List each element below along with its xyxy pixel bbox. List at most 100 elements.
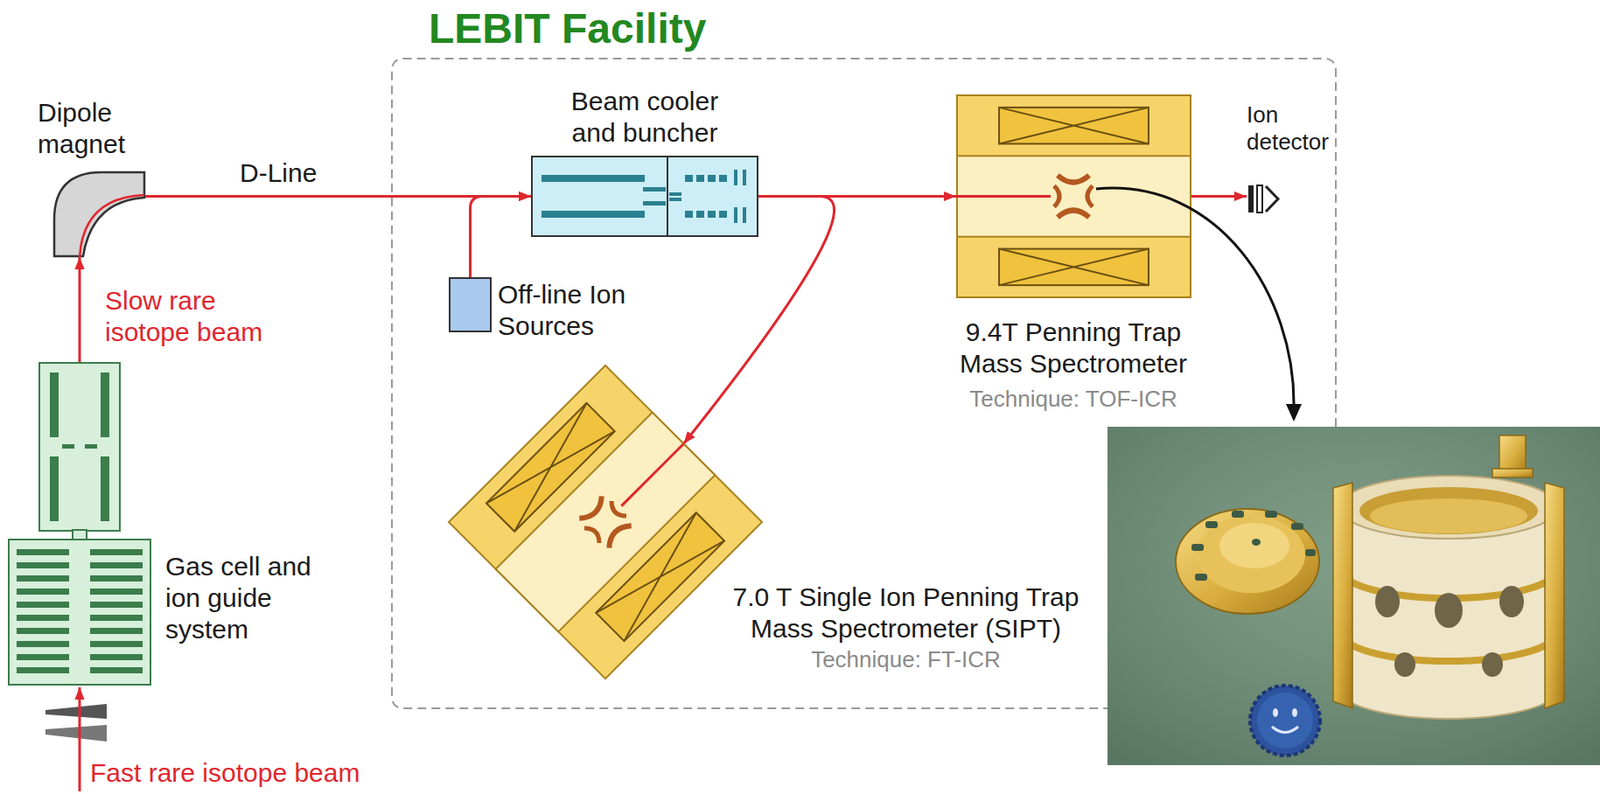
beam-cooler: Beam cooler and buncher — [531, 155, 759, 238]
node-label: LEBIT Facility — [428, 3, 797, 55]
beam-label: Fast rare isotope beam — [90, 757, 441, 790]
graphic-part — [84, 444, 98, 449]
graphic-part — [49, 372, 59, 438]
graphic-part — [16, 562, 70, 569]
graphic-part — [999, 107, 1149, 145]
node-shape — [391, 57, 1337, 710]
beam-line — [1191, 195, 1247, 198]
graphic-part — [16, 641, 70, 648]
graphic-part — [1175, 509, 1320, 615]
graphic-part — [957, 95, 1191, 298]
penning-trap: 7.0 T Single Ion Penning Trap Mass Spect… — [448, 365, 762, 679]
graphic-part — [1194, 573, 1208, 581]
graphic-part — [684, 174, 693, 182]
edge-label: D-Line — [239, 157, 336, 189]
graphic-part — [1333, 482, 1353, 709]
ion-source: Off-line Ion Sources — [448, 277, 492, 333]
graphic-part — [642, 187, 666, 192]
node-label: Gas cell and ion guide system — [165, 551, 323, 646]
graphic-part — [1205, 521, 1218, 529]
graphic-part — [1305, 549, 1316, 557]
graphic-part — [1087, 186, 1093, 208]
graphic-part — [1054, 186, 1060, 208]
graphic-part — [999, 249, 1149, 287]
graphic-part — [1264, 510, 1278, 518]
node-label: Beam cooler and buncher — [565, 85, 724, 149]
graphic-part — [486, 403, 615, 532]
graphic-part — [999, 107, 1149, 145]
graphic-part — [1339, 631, 1559, 662]
graphic-part — [956, 195, 1051, 198]
graphic-part — [742, 207, 747, 224]
graphic-part — [595, 512, 725, 642]
node-shape — [448, 365, 762, 679]
graphic-part — [1481, 652, 1503, 678]
graphic-part — [1292, 708, 1298, 718]
graphic-part — [1251, 538, 1261, 546]
node-label: Dipole magnet — [37, 97, 136, 161]
graphic-part — [607, 501, 627, 520]
graphic-part — [16, 549, 70, 556]
graphic-part — [999, 249, 1149, 287]
graphic-part — [684, 210, 693, 218]
graphic-part — [486, 403, 615, 532]
graphic-part — [90, 575, 143, 582]
node-shape — [531, 155, 759, 238]
graphic-part — [696, 210, 705, 218]
graphic-part — [669, 192, 682, 196]
node-shape — [53, 171, 146, 258]
node-label: 9.4T Penning Trap Mass Spectrometer — [955, 316, 1192, 380]
graphic-part — [90, 628, 143, 635]
graphic-part — [1394, 652, 1416, 678]
node-label: 7.0 T Single Ion Penning Trap Mass Spect… — [728, 581, 1083, 645]
graphic-part — [707, 210, 716, 218]
graphic-part — [16, 667, 70, 674]
graphic-part — [100, 456, 110, 522]
graphic-part — [1272, 708, 1279, 718]
node-shape — [956, 94, 1192, 299]
graphic-part — [1219, 523, 1290, 569]
graphic-part — [719, 174, 727, 182]
technique-note: Technique: TOF-ICR — [955, 385, 1192, 413]
node-label: Off-line Ion Sources — [497, 279, 647, 343]
graphic-part — [1057, 175, 1090, 183]
graphic-part — [1231, 510, 1244, 518]
graphic-part — [584, 524, 603, 544]
graphic-part — [16, 601, 70, 608]
graphic-part — [541, 210, 645, 218]
graphic-part — [448, 365, 762, 679]
graphic-part — [1544, 482, 1565, 709]
graphic-part — [1359, 487, 1538, 535]
graphic-part — [669, 197, 682, 202]
graphic-part — [39, 363, 120, 532]
graphic-part — [642, 201, 666, 206]
graphic-part — [1196, 516, 1306, 594]
graphic-part — [90, 601, 143, 608]
graphic-part — [1248, 185, 1254, 213]
graphic-part — [1291, 523, 1304, 531]
trap-photo — [1107, 426, 1600, 766]
node-shape — [7, 362, 152, 686]
technique-note: Technique: FT-ICR — [728, 646, 1083, 674]
beam-line — [145, 195, 532, 198]
graphic-part — [90, 549, 143, 556]
graphic-part — [733, 169, 738, 186]
beam-line — [470, 196, 532, 279]
graphic-part — [1271, 726, 1299, 734]
graphic-part — [496, 412, 716, 633]
graphic-part — [1339, 475, 1559, 539]
graphic-part — [1375, 586, 1400, 618]
graphic-part — [16, 575, 70, 582]
graphic-part — [449, 278, 491, 332]
graphic-part — [1492, 468, 1533, 478]
graphic-part — [16, 628, 70, 635]
ion-detector: Ion detector — [1246, 181, 1281, 217]
degrader — [45, 704, 107, 742]
graphic-part — [1265, 186, 1279, 212]
graphic-part — [54, 172, 145, 257]
graphic-part — [531, 156, 758, 237]
gas-cell: Gas cell and ion guide system — [7, 362, 152, 686]
graphic-part — [100, 372, 110, 438]
graphic-part — [448, 365, 762, 679]
